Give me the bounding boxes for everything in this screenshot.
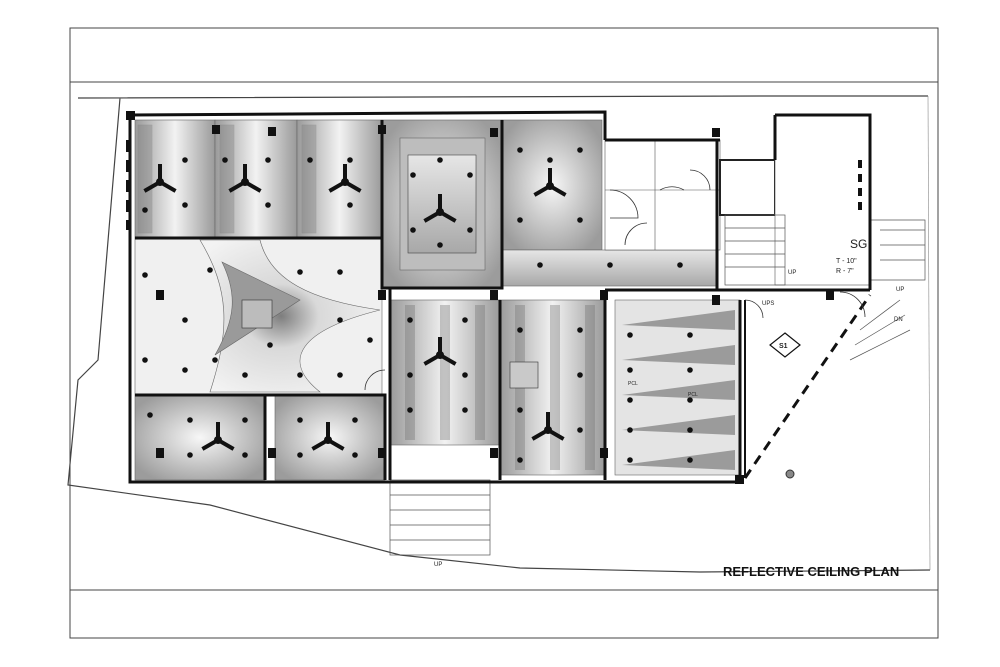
columns [126, 111, 834, 484]
dn-label-right: DN [894, 317, 903, 323]
ceiling-lights [142, 147, 693, 463]
ceiling-regions [134, 114, 871, 481]
pcl-label-1: PCL [628, 381, 638, 387]
riser-note: R - 7" [836, 268, 854, 275]
drawing-title: REFLECTIVE CEILING PLAN [723, 564, 899, 579]
stairs-right [849, 219, 926, 361]
site-curve [927, 95, 931, 571]
stairs-sg [724, 214, 786, 286]
site-marker [785, 469, 795, 479]
up-label-stair: UP [788, 270, 796, 276]
stairs-center [389, 479, 491, 556]
curtain-wall-dashed [743, 294, 872, 479]
ups-label: UPS [762, 301, 774, 307]
room-label-sg: SG [850, 237, 867, 251]
tread-note: T - 10" [836, 258, 857, 265]
site-boundary [67, 95, 931, 573]
ceiling-fans [143, 164, 567, 451]
pcl-label-2: PCL [688, 392, 698, 398]
up-label-right: UP [896, 287, 904, 293]
walls [128, 110, 872, 484]
up-label-bottom: UP [434, 562, 442, 568]
sheet-frame [69, 27, 939, 639]
section-marker-label: S1 [779, 343, 788, 350]
section-marker [769, 332, 801, 358]
doors [364, 169, 866, 391]
